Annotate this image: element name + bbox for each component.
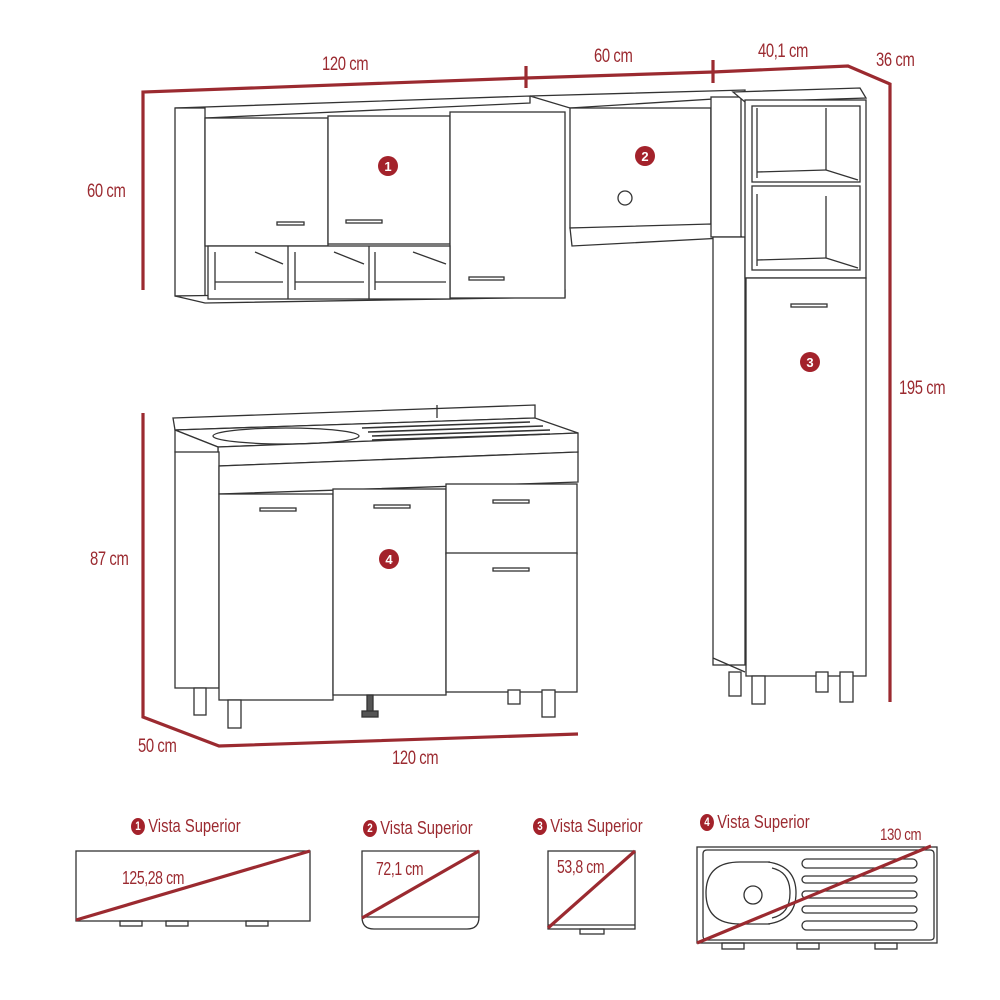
module-badge-4: 4	[379, 549, 399, 569]
dim-base-height: 87 cm	[90, 549, 129, 570]
top-view-4-diagonal: 130 cm	[880, 825, 922, 844]
top-view-4-badge: 4	[700, 813, 714, 831]
module-badge-3: 3	[800, 352, 820, 372]
top-view-2-badge: 2	[363, 819, 377, 837]
top-view-4-drawing	[696, 846, 938, 950]
dim-base-width: 120 cm	[392, 748, 439, 769]
dimension-lines	[75, 60, 932, 945]
top-view-3-title: 3 Vista Superior	[533, 817, 643, 835]
top-view-2-drawing	[361, 850, 480, 930]
dim-base-depth: 50 cm	[138, 736, 177, 757]
dim-total-height: 195 cm	[899, 378, 946, 399]
top-view-2-label: Vista Superior	[380, 818, 473, 838]
module-badge-2: 2	[635, 146, 655, 166]
top-view-1-badge: 1	[131, 817, 145, 835]
microwave-shelf-drawing	[529, 89, 746, 247]
module-badge-1: 1	[378, 156, 398, 176]
dim-upper-height: 60 cm	[87, 181, 126, 202]
top-view-2-diagonal: 72,1 cm	[376, 859, 424, 879]
top-view-3-diagonal: 53,8 cm	[557, 857, 605, 877]
tall-pantry-drawing	[712, 87, 868, 705]
sink-base-drawing	[172, 404, 579, 729]
top-view-3-badge: 3	[533, 817, 547, 835]
top-view-2-title: 2 Vista Superior	[363, 819, 473, 837]
dim-upper-width: 120 cm	[322, 54, 369, 75]
dim-middle-width: 60 cm	[594, 46, 633, 67]
top-view-4-label: Vista Superior	[717, 812, 810, 832]
top-view-3-label: Vista Superior	[550, 816, 643, 836]
top-view-1-diagonal: 125,28 cm	[122, 868, 185, 888]
dim-depth-top: 36 cm	[876, 50, 915, 71]
dim-tall-width: 40,1 cm	[758, 41, 808, 62]
upper-cabinet-drawing	[174, 95, 566, 304]
top-view-1-title: 1 Vista Superior	[131, 817, 241, 835]
top-view-1-label: Vista Superior	[148, 816, 241, 836]
top-view-4-title: 4 Vista Superior	[700, 813, 810, 831]
